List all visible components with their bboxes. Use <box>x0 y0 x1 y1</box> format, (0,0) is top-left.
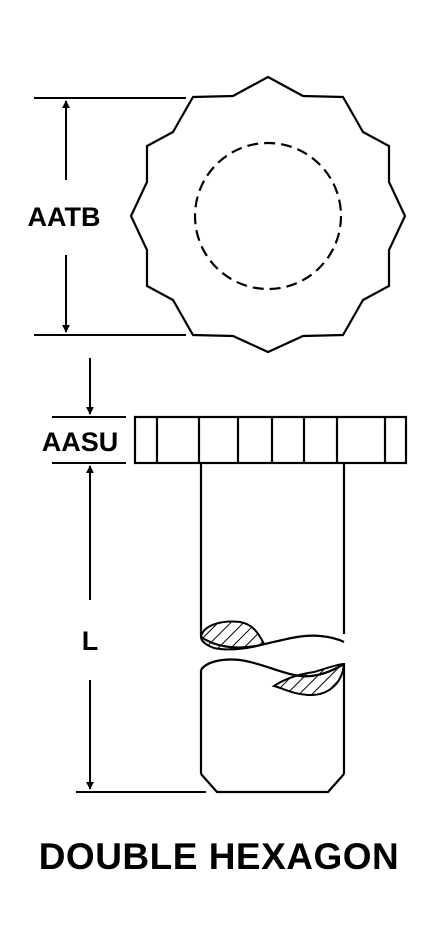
head-top-view <box>129 75 407 354</box>
twelve-point-outline <box>129 75 407 354</box>
aatb-label: AATB <box>28 202 101 232</box>
head-flange <box>133 415 408 465</box>
head-side-view <box>133 415 408 465</box>
l-dimension <box>76 465 206 793</box>
aatb-dimension <box>34 97 186 336</box>
upper-break-hatch <box>199 620 266 651</box>
hidden-bore-circle <box>193 141 343 291</box>
aasu-dimension <box>52 358 126 464</box>
l-label: L <box>82 626 99 656</box>
aasu-label: AASU <box>42 427 119 457</box>
lower-break-hatch <box>271 662 346 697</box>
diagram-title: DOUBLE HEXAGON <box>38 836 400 877</box>
shank-upper <box>199 463 346 649</box>
chamfered-end <box>200 773 345 794</box>
